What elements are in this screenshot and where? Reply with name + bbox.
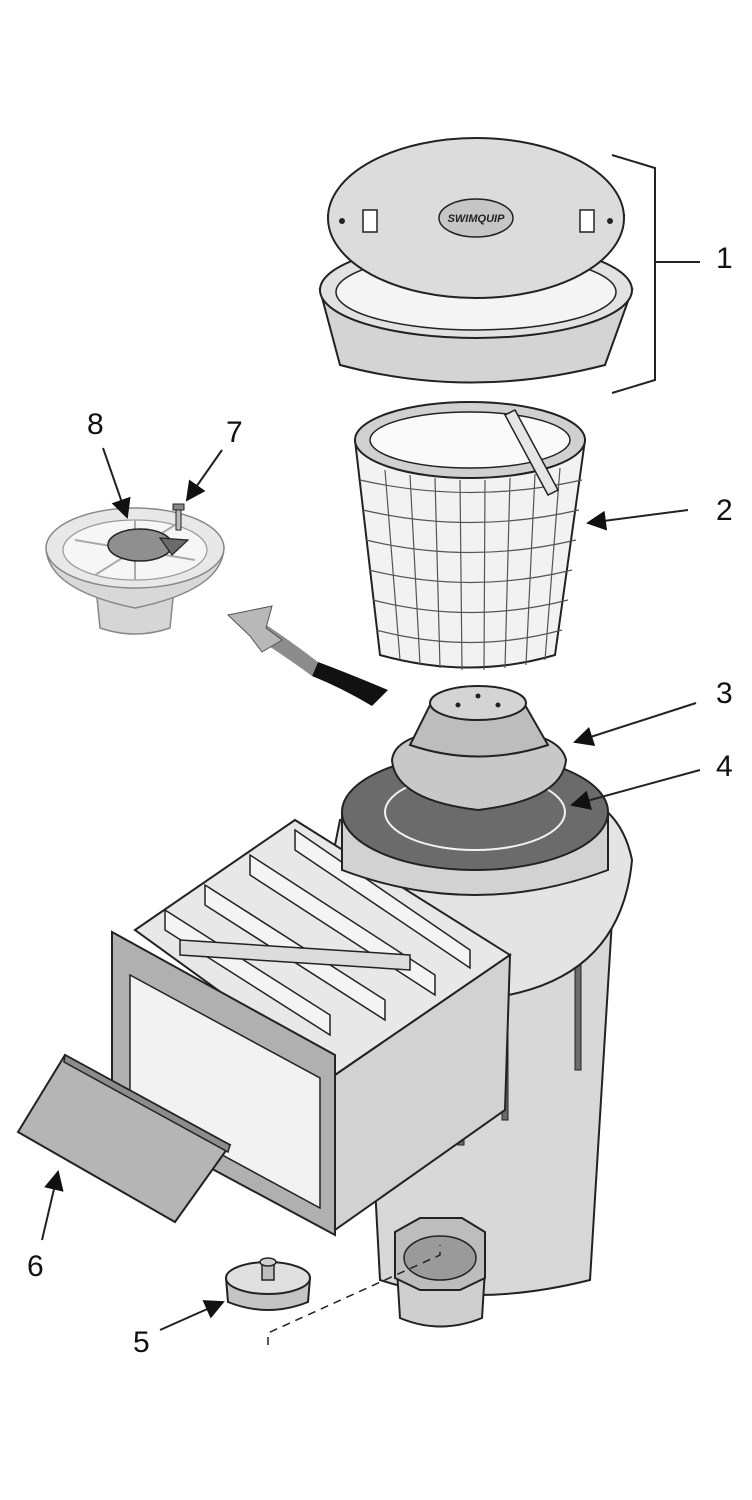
cone-top: [429, 685, 527, 721]
weir-door-lip: [63, 1053, 231, 1154]
callout-7: 7: [226, 416, 243, 449]
valve-flap-tab: [158, 537, 190, 556]
brand-logo-plate: [438, 198, 514, 238]
plug: [159, 1245, 441, 1345]
valve-flap: [107, 528, 173, 562]
callout-8-leader: [102, 447, 131, 519]
callout-3: 3: [716, 677, 733, 710]
callout-2: 2: [716, 494, 733, 527]
callout-4: 4: [716, 750, 733, 783]
cone-holes: [455, 693, 501, 708]
valve-screw-head: [172, 503, 185, 511]
arrow-head: [226, 605, 283, 653]
callout-2-leader: [586, 509, 689, 531]
lid-hole-right: [607, 218, 613, 224]
basket: [353, 401, 689, 671]
callout-6: 6: [27, 1250, 44, 1283]
callout-6-leader: [41, 1170, 64, 1241]
assembly-direction-arrow: [226, 605, 388, 706]
face-opening: [129, 973, 321, 1210]
basket-handle: [503, 409, 560, 496]
callout-3-leader: [573, 702, 697, 746]
diverter-valve-assembly: [45, 447, 225, 635]
throat-slats: [164, 828, 471, 1037]
plug-insertion-line: [267, 1245, 441, 1345]
callout-7-leader: [185, 449, 223, 502]
outlet-bore: [403, 1235, 477, 1281]
lid-slot-left: [362, 209, 378, 233]
callout-5: 5: [133, 1326, 150, 1359]
basket-body: [353, 439, 587, 669]
equalizer-cone: [390, 685, 697, 812]
callout-1: 1: [716, 242, 733, 275]
valve-screw: [175, 507, 182, 531]
callout-8: 8: [87, 408, 104, 441]
lid-hole-left: [339, 218, 345, 224]
lid-slot-right: [579, 209, 595, 233]
callout-1-bracket: [611, 154, 700, 394]
callout-5-leader: [159, 1300, 225, 1331]
plug-knob-cap: [259, 1257, 277, 1267]
skimmer-body: [16, 788, 634, 1328]
arrow-body-dark: [312, 662, 388, 706]
brand-logo: SWIMQUIP: [448, 213, 505, 225]
callout-4-leader: [570, 769, 701, 810]
lid-and-collar-assembly: SWIMQUIP: [318, 137, 700, 394]
